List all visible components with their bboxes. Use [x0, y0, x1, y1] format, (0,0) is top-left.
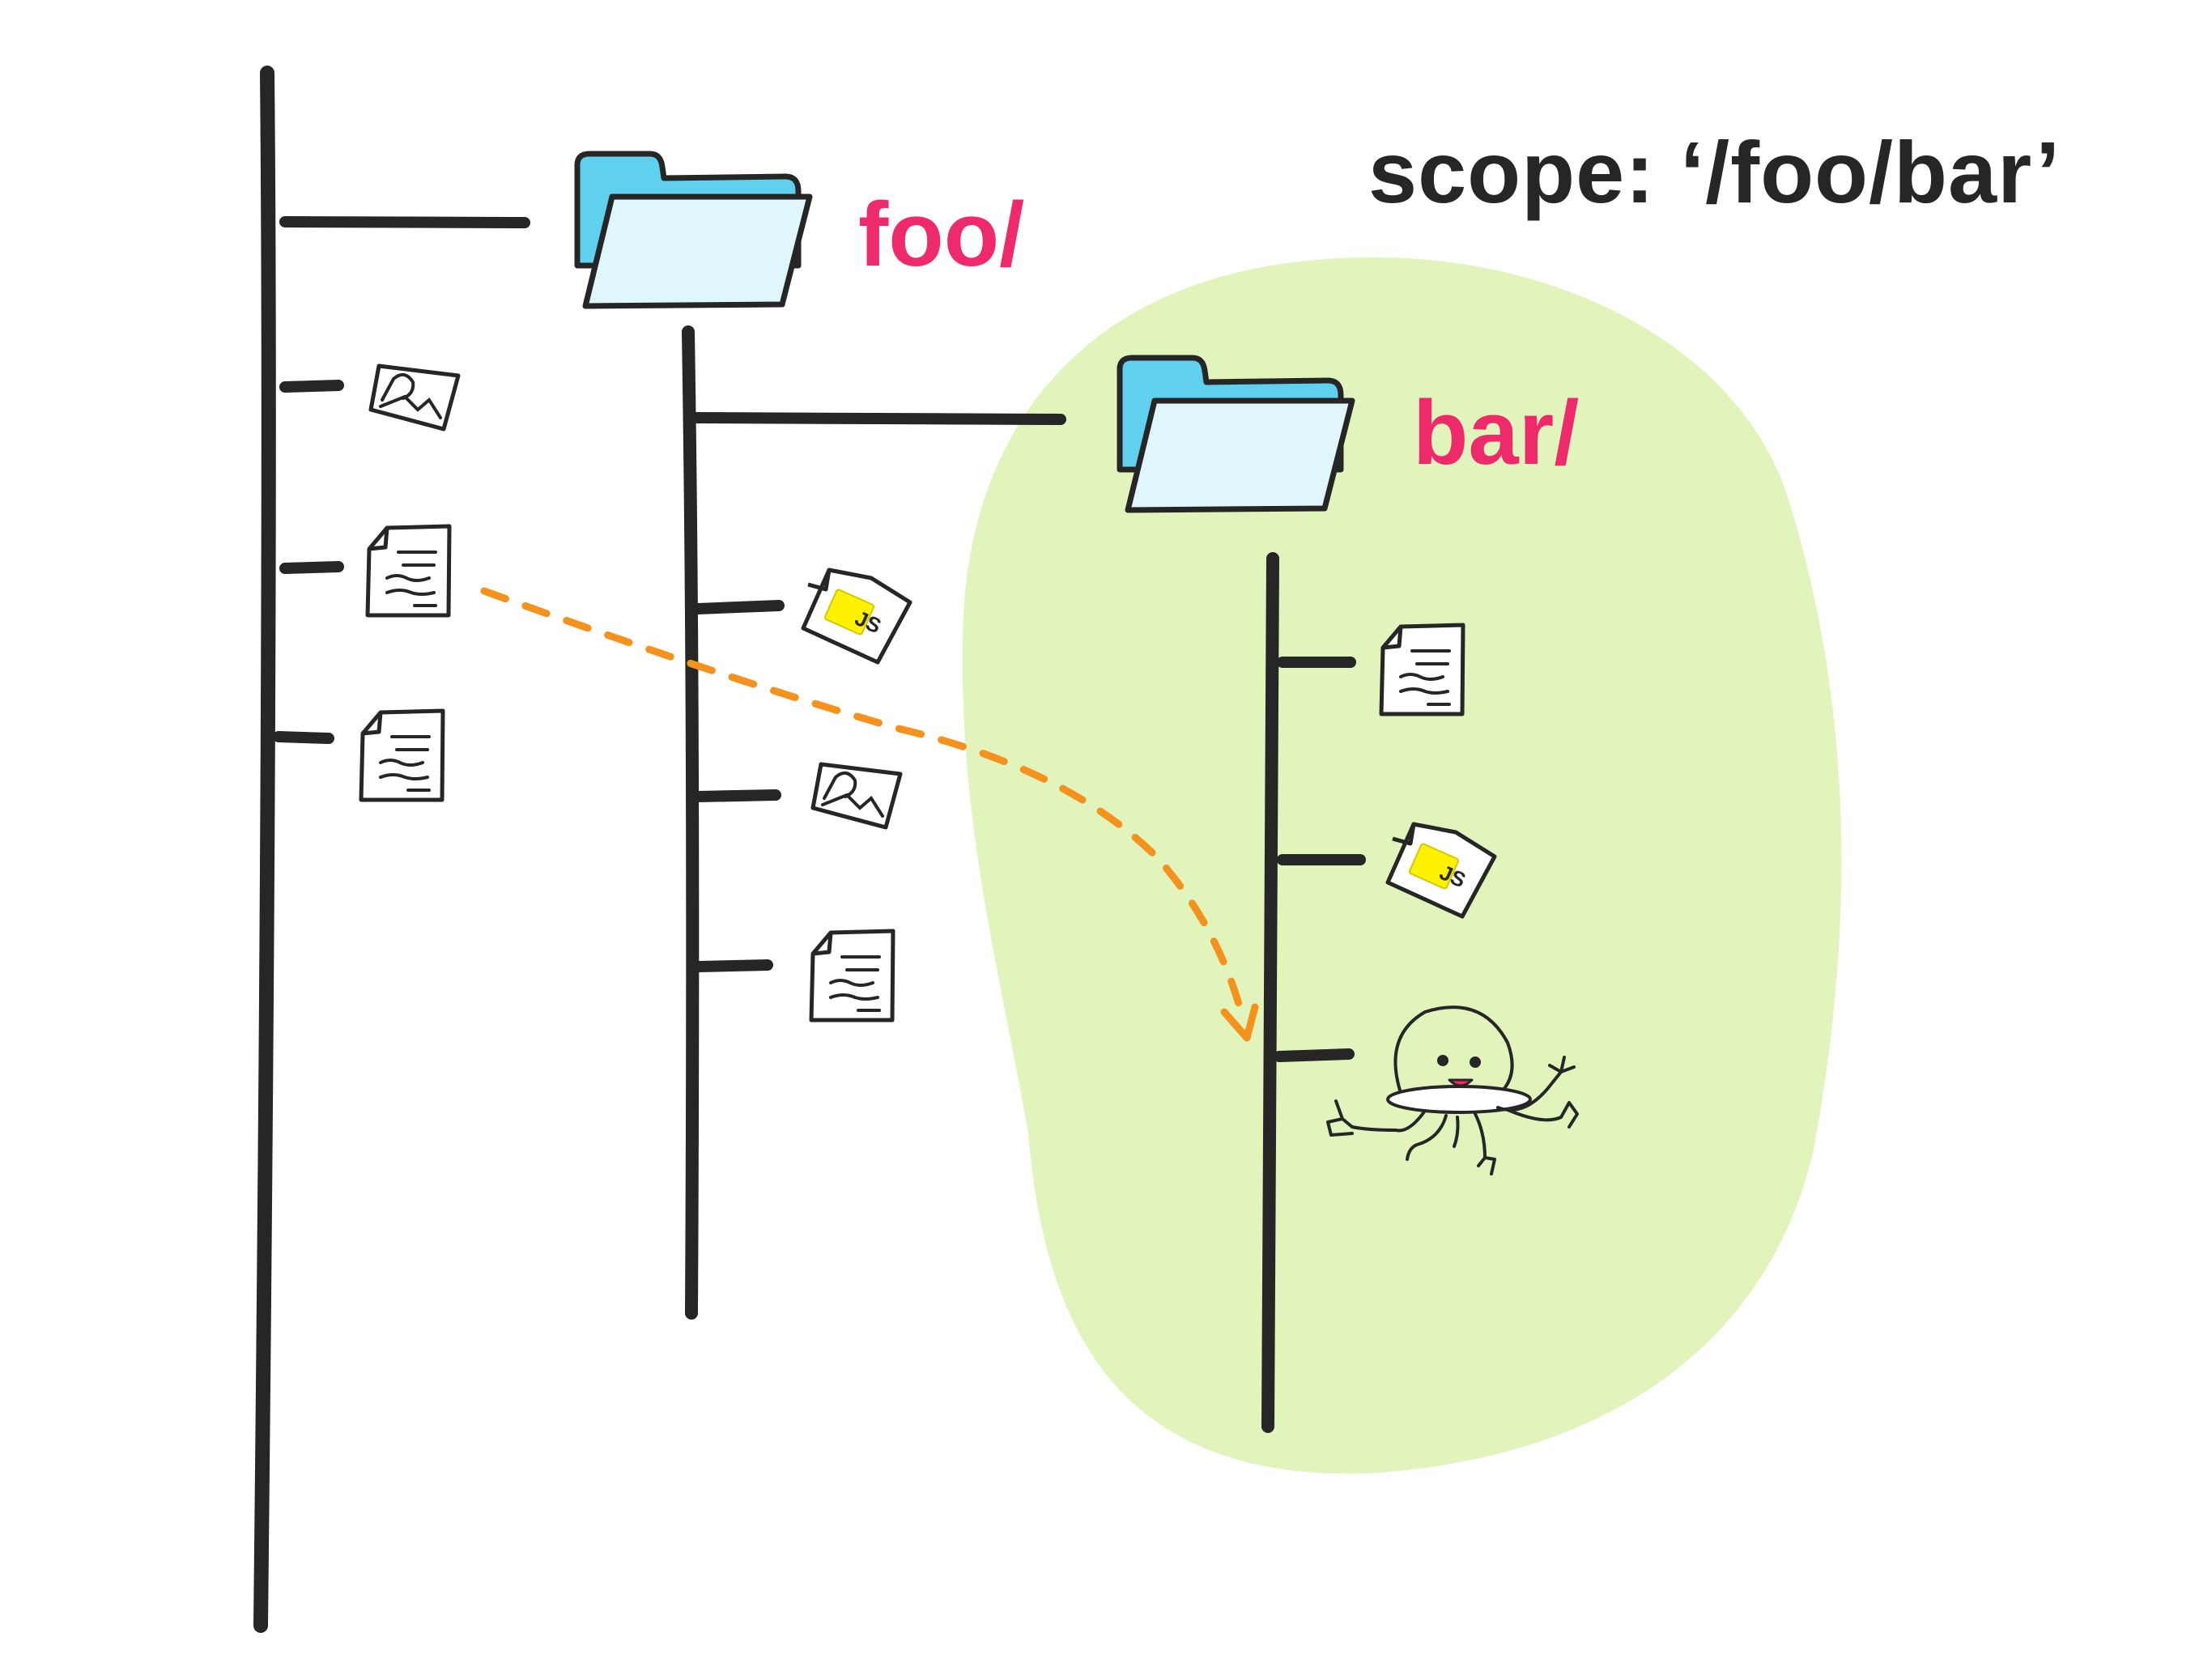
foo-folder-label: foo/: [858, 184, 1025, 285]
bar-text-file-icon: [1381, 625, 1463, 714]
root-image-file-icon: [371, 366, 458, 429]
bar-folder-label: bar/: [1413, 382, 1580, 483]
root-branch-image: [279, 380, 344, 393]
foo-text-file-icon: [811, 931, 893, 1020]
service-worker-character-icon: [1326, 1005, 1579, 1175]
foo-trunk-line: [682, 325, 700, 1320]
root-text-file-icon-2: [361, 711, 443, 800]
root-text-file-icon-1: [368, 526, 449, 615]
foo-branch-image: [692, 789, 781, 802]
foo-branch-text: [692, 959, 773, 972]
scope-label: scope: ‘/foo/bar’: [1368, 123, 2061, 221]
dashed-arrow-head: [1220, 1003, 1259, 1042]
bar-branch-character: [1274, 1048, 1355, 1062]
foo-folder-icon: [577, 154, 810, 306]
dashed-arrow: [480, 587, 1243, 1008]
root-branch-text-2: [273, 731, 334, 744]
foo-branch-js: [692, 600, 785, 614]
foo-image-file-icon: [813, 764, 900, 827]
foo-branch-bar: [691, 412, 1066, 425]
root-trunk-line: [253, 66, 276, 1633]
root-branch-text-1: [279, 561, 344, 574]
root-branch-foo: [279, 216, 530, 228]
bar-folder-icon: [1120, 358, 1352, 510]
bar-trunk-line: [1261, 552, 1279, 1433]
